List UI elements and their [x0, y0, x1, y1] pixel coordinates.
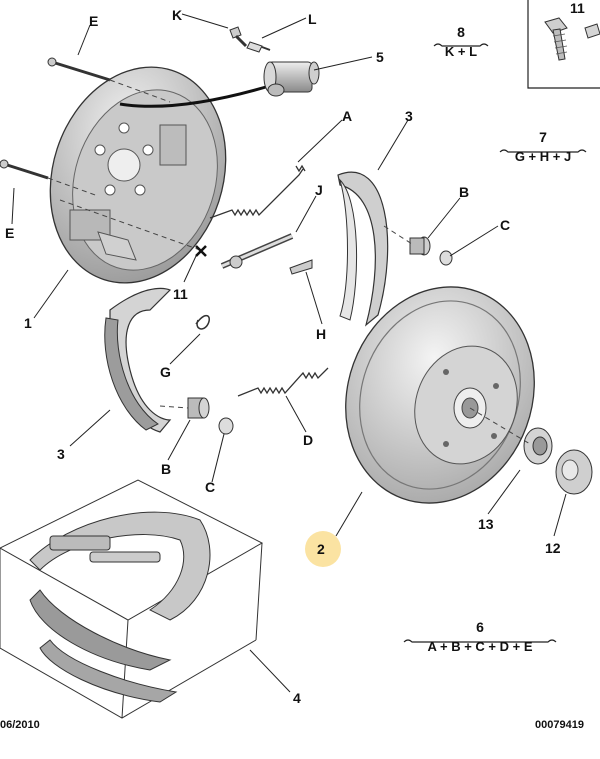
callout-h: H — [316, 326, 327, 342]
kit-6-number: 6 — [476, 619, 484, 635]
callout-k: K — [172, 7, 183, 23]
spring-cup-b-low — [187, 397, 210, 419]
kit-7-number: 7 — [539, 129, 547, 145]
bleed-cap-l — [246, 41, 271, 53]
brake-cable — [119, 82, 277, 108]
guide-lines — [47, 79, 531, 445]
callout-11-inset: 11 — [570, 0, 585, 16]
callout-5: 5 — [376, 49, 384, 65]
pin-c-low — [218, 417, 234, 435]
callout-13: 13 — [478, 516, 494, 532]
kit-6: 6 A + B + C + D + E — [400, 619, 560, 654]
callout-e-left: E — [5, 225, 15, 241]
brake-shoe-left — [104, 287, 172, 433]
bolt-11-icon — [544, 17, 600, 61]
spring-d — [237, 367, 329, 397]
shoe-kit-box — [0, 479, 264, 719]
kit-8-formula: K + L — [444, 44, 478, 59]
spring-cup-b-right — [409, 236, 431, 256]
kit-brackets — [403, 43, 587, 643]
clip-g — [195, 314, 210, 330]
callout-d: D — [303, 432, 314, 448]
bolt-inset-box — [527, 0, 600, 89]
callout-3-left: 3 — [57, 446, 65, 462]
bleed-screw-k — [229, 26, 248, 48]
kit-6-formula: A + B + C + D + E — [427, 639, 533, 654]
callout-c-low: C — [205, 479, 216, 495]
callout-3-top: 3 — [405, 108, 413, 124]
callout-e-top: E — [89, 13, 99, 29]
callout-g: G — [160, 364, 171, 380]
pin-c-right — [439, 250, 453, 266]
stud-e-top — [47, 57, 111, 82]
callout-b-right: B — [459, 184, 470, 200]
brake-shoe-right — [337, 171, 389, 327]
kit-7: 7 G + H + J — [496, 129, 590, 164]
hub-cap-12 — [555, 449, 593, 495]
highlight-circle — [305, 531, 341, 567]
clip-h — [289, 259, 313, 275]
callout-c-right: C — [500, 217, 511, 233]
kit-8-number: 8 — [457, 24, 465, 40]
adjuster-strut-j — [220, 233, 294, 269]
footer-date: 06/2010 — [0, 719, 40, 731]
hub-bearing-13 — [523, 427, 553, 465]
callout-12: 12 — [545, 540, 561, 556]
wheel-cylinder — [263, 61, 320, 97]
leader-lines — [11, 13, 567, 693]
callout-11: 11 — [173, 286, 188, 302]
callout-l: L — [308, 11, 317, 27]
kit-8: 8 K + L — [430, 24, 492, 59]
callout-j: J — [315, 182, 323, 198]
callout-1: 1 — [24, 315, 32, 331]
callout-b-low: B — [161, 461, 172, 477]
callout-2: 2 — [317, 541, 325, 557]
spring-a — [209, 164, 306, 219]
callout-a: A — [342, 108, 353, 124]
brake-drum — [345, 286, 535, 504]
footer-reference: 00079419 — [535, 719, 584, 731]
callout-4: 4 — [293, 690, 301, 706]
kit-7-formula: G + H + J — [514, 149, 572, 164]
cross-11-icon — [195, 245, 207, 257]
backing-plate — [49, 66, 227, 284]
stud-e-left — [0, 159, 49, 180]
